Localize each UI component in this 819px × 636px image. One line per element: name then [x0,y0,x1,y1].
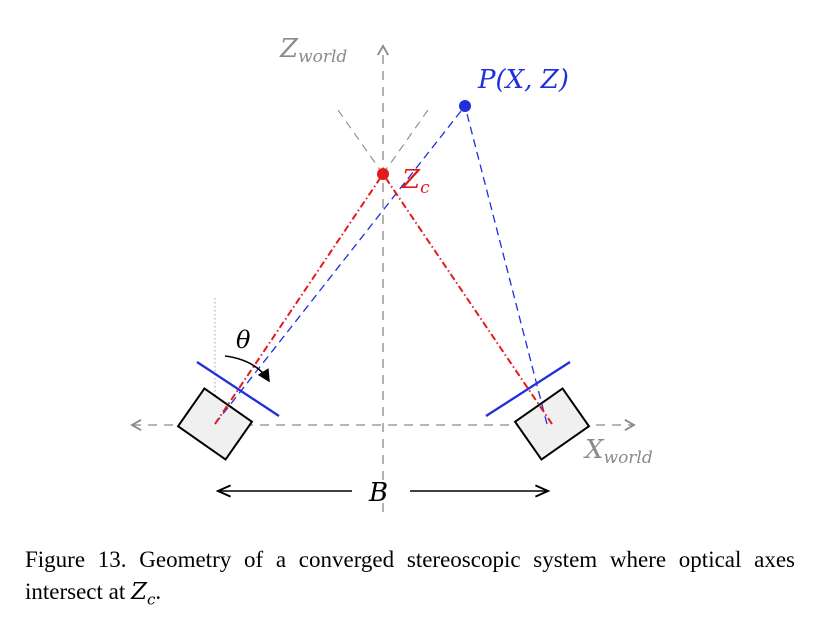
theta-label: θ [236,326,251,354]
right-image-plane [485,361,571,417]
stereo-geometry-diagram: Zworld Xworld P(X, Z) Zc θ B [130,34,653,512]
figure-caption: Figure 13. Geometry of a converged stere… [25,547,795,609]
zc-label: Zc [401,165,430,198]
x-world-label: Xworld [583,435,653,468]
convergence-point [377,168,389,180]
right-optical-axis [382,173,553,425]
left-image-plane [196,361,280,417]
caption-math-zc: Zc [131,579,156,609]
left-optical-axis [214,173,384,425]
right-ray-to-p [464,105,548,425]
z-world-label: Zworld [279,34,347,67]
baseline-label: B [368,478,388,508]
left-ray-to-p [214,105,466,425]
point-p [459,100,471,112]
theta-arc [224,355,270,383]
optical-axis-extension-left [337,109,384,175]
point-p-label: P(X, Z) [477,65,569,95]
caption-text: Figure 13. Geometry of a converged stere… [25,547,795,604]
